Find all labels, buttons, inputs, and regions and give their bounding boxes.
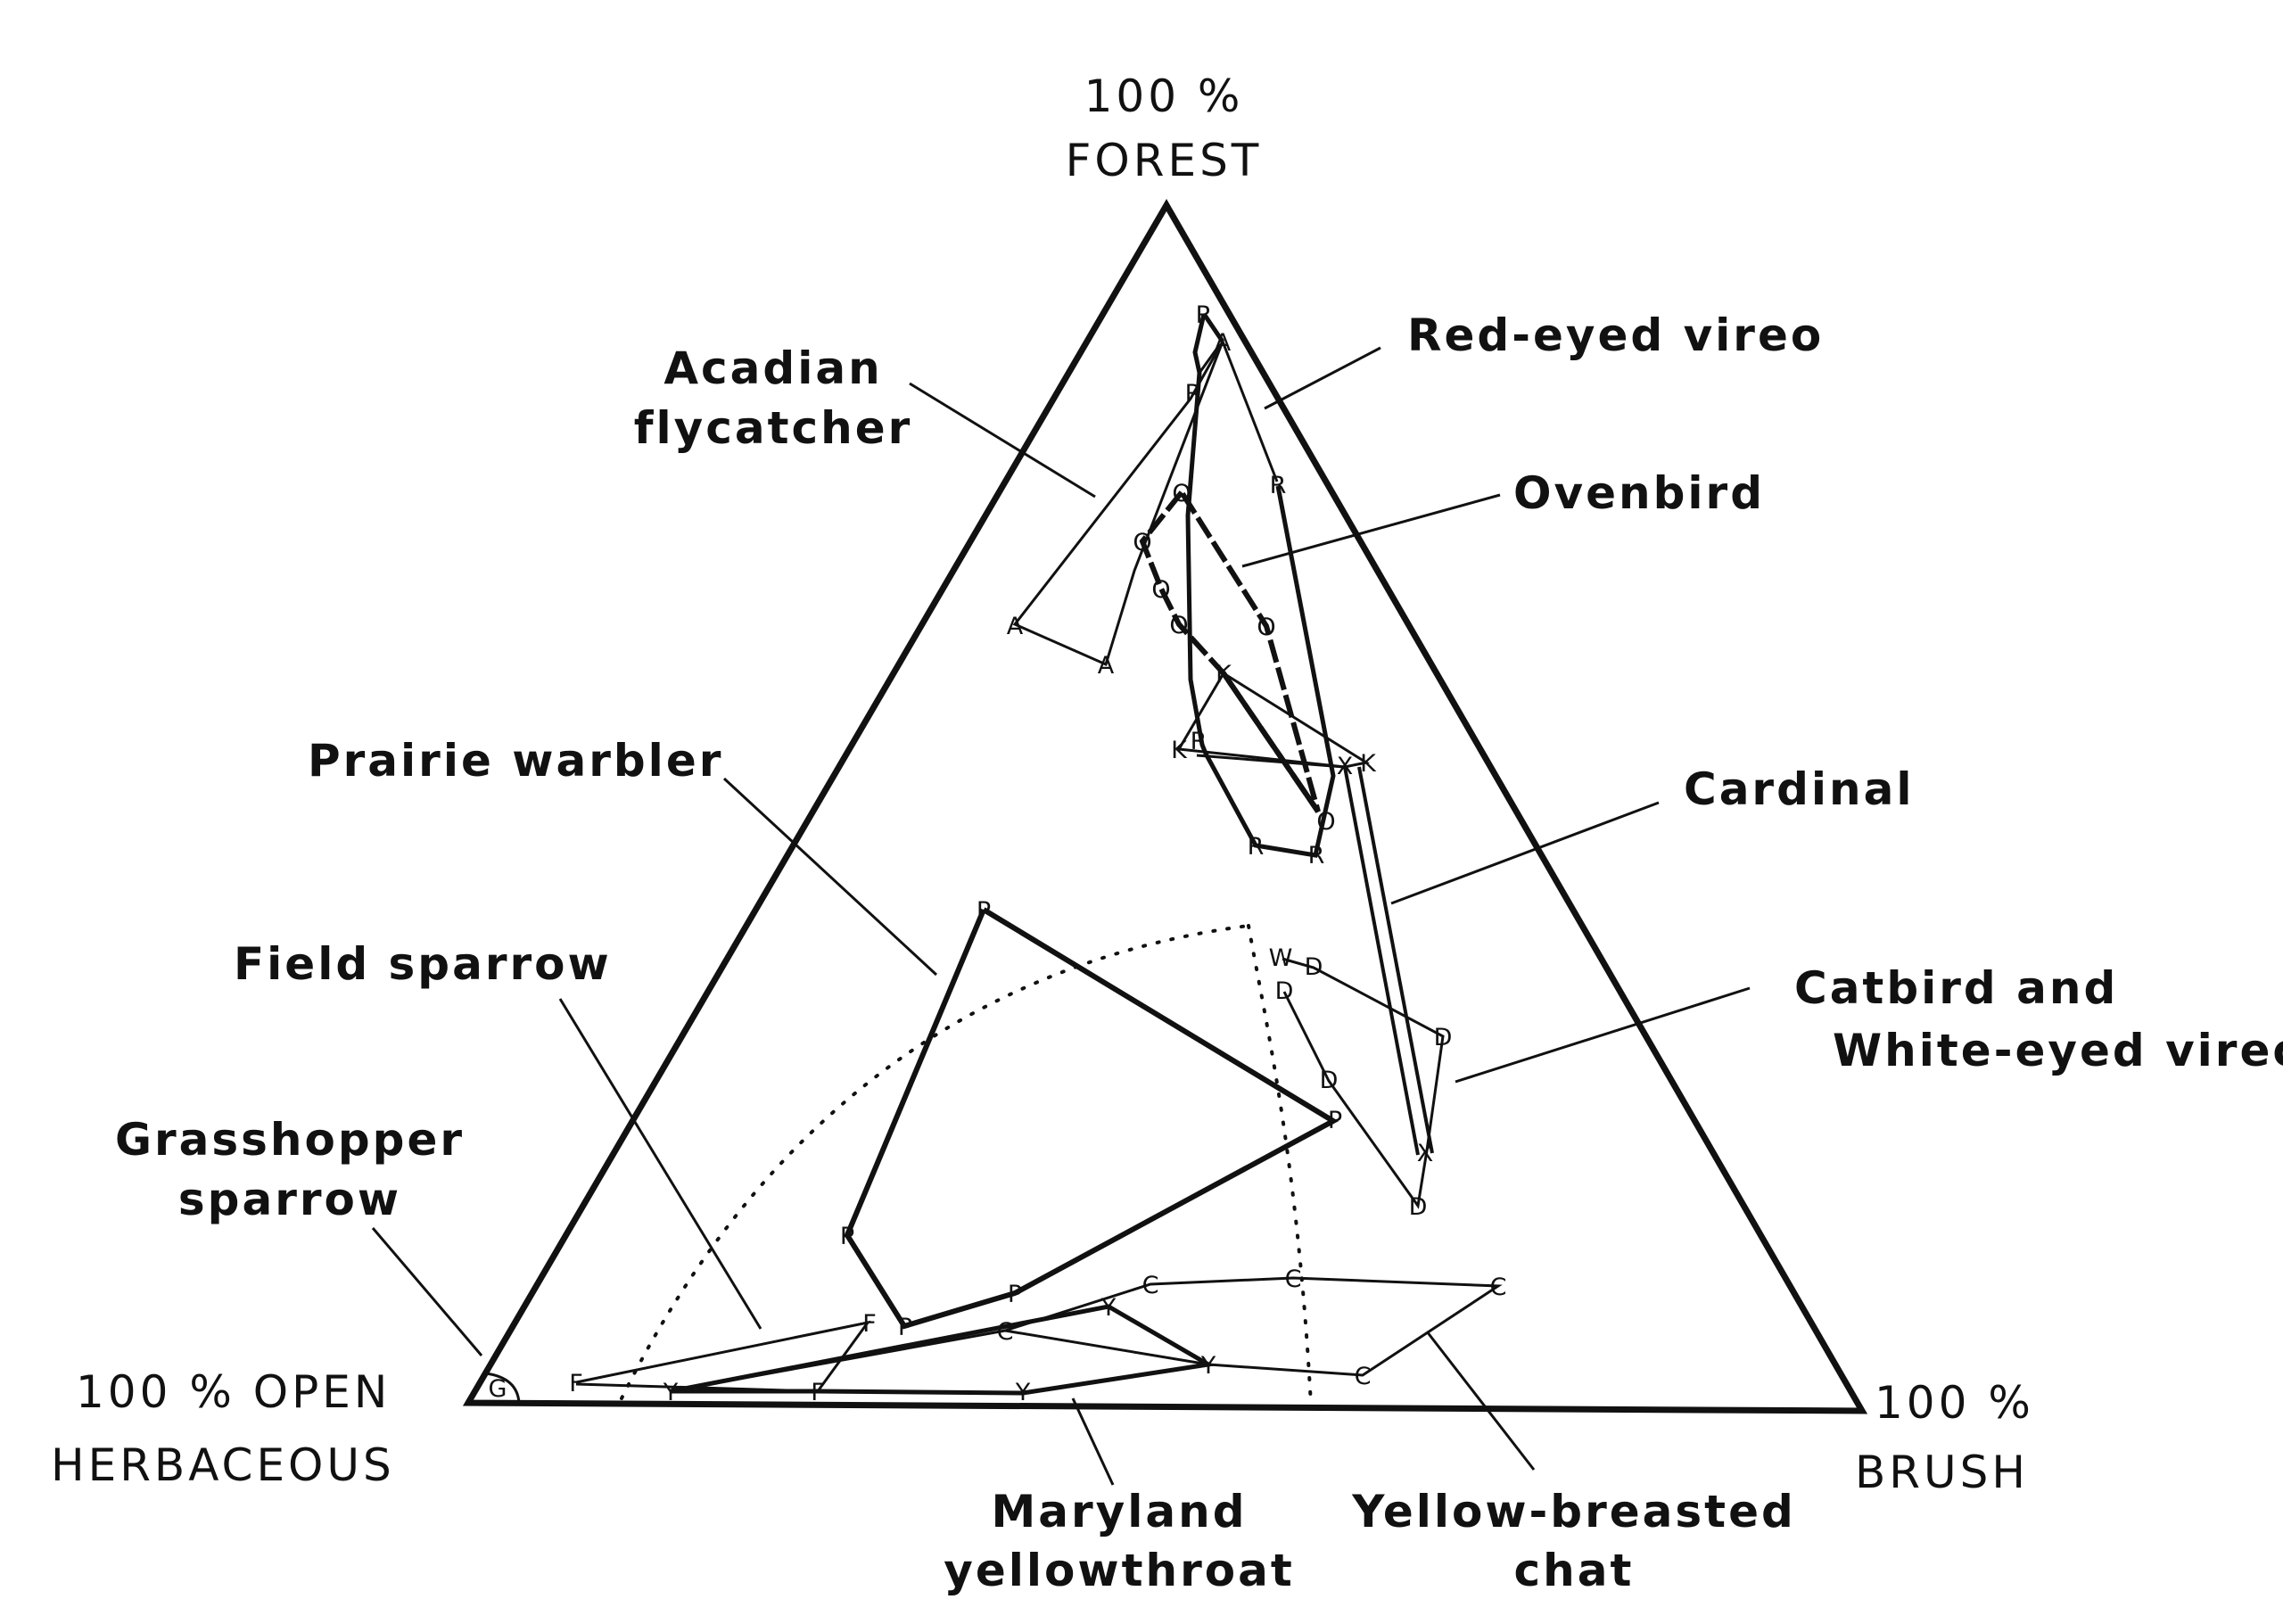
point-ovenbird: O (1172, 480, 1191, 507)
label-white-eyed-vireo: White-eyed vireo (1833, 1025, 2283, 1076)
yellow-breasted-chat-outline (670, 1276, 1503, 1393)
point-acadian: A (1215, 329, 1232, 357)
point-catbird: D (1275, 977, 1294, 1005)
point-shared-x: X (1417, 1140, 1434, 1167)
leader-line-maryland (1071, 1397, 1115, 1486)
leader-line-prairie-warbler (722, 777, 938, 977)
point-red-eyed-vireo: R (1248, 833, 1265, 861)
vertex-left-label: HERBACEOUS (51, 1439, 395, 1491)
point-markers: A A A R R R R R R O O O O O O K K K X X … (489, 301, 1507, 1406)
point-prairie-warbler: P (1008, 1281, 1022, 1308)
dotted-boundary-vertical (1247, 924, 1313, 1406)
point-yellowthroat: Y (1015, 1379, 1031, 1406)
point-field-sparrow: F (569, 1370, 583, 1397)
point-catbird: D (1434, 1024, 1453, 1051)
point-red-eyed-vireo: R (1308, 842, 1325, 870)
leader-line-ovenbird (1241, 493, 1501, 568)
point-ovenbird: O (1257, 614, 1275, 641)
cardinal-edge (1221, 672, 1321, 813)
point-chat: C (1142, 1272, 1159, 1299)
ternary-triangle (462, 199, 1868, 1414)
label-yellow-breasted-chat: Yellow-breasted (1351, 1486, 1796, 1537)
point-chat: C (1355, 1363, 1372, 1390)
point-catbird: D (1409, 1193, 1428, 1221)
point-field-sparrow: F (862, 1310, 877, 1338)
point-red-eyed-vireo: R (1185, 380, 1202, 408)
label-field-sparrow: Field sparrow (234, 938, 612, 990)
point-red-eyed-vireo: R (1196, 301, 1213, 329)
label-grasshopper-sparrow: Grasshopper (115, 1114, 465, 1166)
point-chat: C (1285, 1265, 1302, 1293)
point-ovenbird: O (1151, 576, 1170, 604)
label-acadian-flycatcher: Acadian (663, 342, 882, 394)
vertex-top-percent: 100 % (1084, 70, 1244, 122)
point-red-eyed-vireo: R (1270, 472, 1287, 499)
point-ovenbird: O (1169, 612, 1188, 639)
red-eyed-vireo-edge (1201, 312, 1225, 343)
cardinal-edge (1343, 766, 1420, 1156)
point-catbird: D (1305, 953, 1323, 981)
prairie-warbler-outline (844, 907, 1339, 1330)
cardinal-edge (1357, 766, 1434, 1154)
leader-line-acadian (909, 382, 1096, 499)
label-grasshopper-sparrow: sparrow (178, 1174, 401, 1225)
vertex-top-label: FOREST (1066, 135, 1263, 186)
point-field-sparrow: F (811, 1379, 825, 1406)
point-white-eyed-vireo: W (1269, 944, 1293, 972)
label-yellow-breasted-chat: chat (1514, 1545, 1635, 1596)
point-catbird: D (1320, 1067, 1339, 1094)
label-ovenbird: Ovenbird (1513, 467, 1765, 519)
ovenbird-outline (1139, 490, 1321, 813)
point-cardinal: K (1216, 661, 1232, 688)
point-cardinal: K (1360, 750, 1377, 778)
leader-line-cardinal (1390, 801, 1660, 905)
vertex-right-percent: 100 % (1875, 1377, 2034, 1429)
label-acadian-flycatcher: flycatcher (634, 402, 913, 454)
point-grasshopper-sparrow: G (489, 1375, 507, 1403)
label-red-eyed-vireo: Red-eyed vireo (1407, 309, 1824, 361)
label-catbird: Catbird and (1794, 962, 2118, 1014)
leader-line-chat (1425, 1331, 1536, 1471)
point-prairie-warbler: P (977, 897, 991, 925)
label-maryland-yellowthroat: yellowthroat (944, 1545, 1294, 1596)
point-prairie-warbler: P (1328, 1107, 1342, 1134)
point-chat: C (997, 1318, 1014, 1346)
leader-line-field-sparrow (558, 998, 762, 1330)
point-yellowthroat: Y (1100, 1294, 1117, 1322)
point-prairie-warbler: P (898, 1314, 912, 1341)
vertex-left-percent: 100 % OPEN (76, 1366, 391, 1418)
dotted-boundary-curve (620, 924, 1250, 1400)
point-prairie-warbler: P (840, 1223, 854, 1250)
vertex-right-label: BRUSH (1855, 1447, 2029, 1498)
point-acadian: A (1007, 613, 1024, 640)
point-ovenbird: O (1316, 808, 1335, 836)
red-eyed-vireo-edge (1198, 343, 1222, 374)
point-ovenbird: O (1133, 529, 1151, 556)
label-maryland-yellowthroat: Maryland (991, 1486, 1247, 1537)
red-eyed-vireo-outline (1185, 313, 1336, 858)
point-red-eyed-vireo: R (1191, 728, 1207, 755)
leader-line-grasshopper (371, 1227, 483, 1356)
catbird-outline (1282, 957, 1445, 1209)
leader-line-catbird (1455, 986, 1751, 1084)
grasshopper-arc (485, 1372, 521, 1404)
point-acadian: A (1098, 652, 1115, 680)
point-chat: C (1490, 1274, 1507, 1301)
leader-line-red-eyed-vireo (1264, 346, 1381, 410)
point-cardinal: K (1171, 737, 1188, 764)
label-cardinal: Cardinal (1684, 763, 1915, 815)
point-yellowthroat: Y (1200, 1352, 1216, 1380)
label-prairie-warbler: Prairie warbler (308, 735, 723, 787)
acadian-flycatcher-outline (1012, 337, 1279, 667)
point-yellowthroat: Y (663, 1379, 679, 1406)
point-shared-x: X (1337, 753, 1354, 780)
